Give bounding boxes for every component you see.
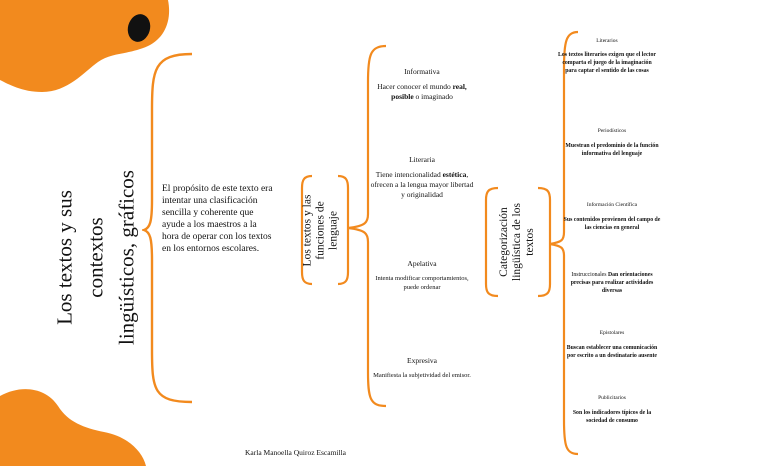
category-text: Muestran el predominio de la función inf… — [562, 142, 662, 158]
function-text: Intenta modificar comportamientos, puede… — [368, 274, 476, 292]
category-text: Son los indicadores típicos de la socied… — [562, 409, 662, 425]
categorization-title-line-1: Categorización — [498, 189, 511, 295]
category-title: Instruccionales — [571, 272, 606, 278]
function-node-apelativa: Apelativa Intenta modificar comportamien… — [368, 259, 476, 292]
function-title: Apelativa — [368, 259, 476, 268]
author-name: Karla Manoella Quiroz Escamilla — [245, 448, 346, 457]
main-title-line-1: Los textos y sus — [50, 133, 81, 383]
category-literarios: Literarios Los textos literarios exigen … — [558, 38, 656, 75]
main-title: Los textos y sus contextos lingüísticos,… — [50, 133, 143, 383]
category-title: Periodísticos — [562, 128, 662, 134]
functions-title-line-3: lenguaje — [328, 181, 341, 281]
functions-title-line-1: Los textos y las — [302, 181, 315, 281]
category-title: Información Científica — [562, 202, 662, 208]
categorization-brace — [548, 28, 588, 458]
purpose-text: El propósito de este texto era intentar … — [162, 183, 274, 255]
function-node-expresiva: Expresiva Manifiesta la subjetividad del… — [368, 356, 476, 380]
category-text: Buscan establecer una comunicación por e… — [562, 344, 662, 360]
category-epistolares: Epistolares Buscan establecer una comuni… — [562, 330, 662, 360]
functions-title: Los textos y las funciones de lenguaje — [302, 181, 341, 281]
category-title: Publicitarios — [562, 395, 662, 401]
function-text: Tiene intencionalidad estética, ofrecen … — [368, 170, 476, 200]
category-periodisticos: Periodísticos Muestran el predominio de … — [562, 128, 662, 158]
category-title: Epistolares — [562, 330, 662, 336]
function-title: Literaria — [368, 155, 476, 164]
functions-title-line-2: funciones de — [315, 181, 328, 281]
category-title: Literarios — [558, 38, 656, 44]
category-text: Los textos literarios exigen que el lect… — [558, 51, 656, 75]
category-instruccionales: Instruccionales Dan orientaciones precis… — [562, 271, 662, 295]
categorization-title-line-2: lingüística de los — [511, 189, 524, 295]
function-text: Manifiesta la subjetividad del emisor. — [368, 371, 476, 380]
category-informacion-cientifica: Información Científica Sus contenidos pr… — [562, 202, 662, 232]
function-title: Expresiva — [368, 356, 476, 365]
function-node-literaria: Literaria Tiene intencionalidad estética… — [368, 155, 476, 200]
function-title: Informativa — [368, 67, 476, 76]
function-text: Hacer conocer el mundo real, posible o i… — [368, 82, 476, 102]
main-title-line-2: contextos — [81, 133, 112, 383]
function-node-informativa: Informativa Hacer conocer el mundo real,… — [368, 67, 476, 102]
category-text: Instruccionales Dan orientaciones precis… — [562, 271, 662, 295]
categorization-title-line-3: textos — [524, 189, 537, 295]
categorization-title: Categorización lingüística de los textos — [498, 189, 538, 295]
main-title-line-3: lingüísticos, gráficos — [112, 133, 143, 383]
category-publicitarios: Publicitarios Son los indicadores típico… — [562, 395, 662, 425]
category-text: Sus contenidos provienen del campo de la… — [562, 216, 662, 232]
